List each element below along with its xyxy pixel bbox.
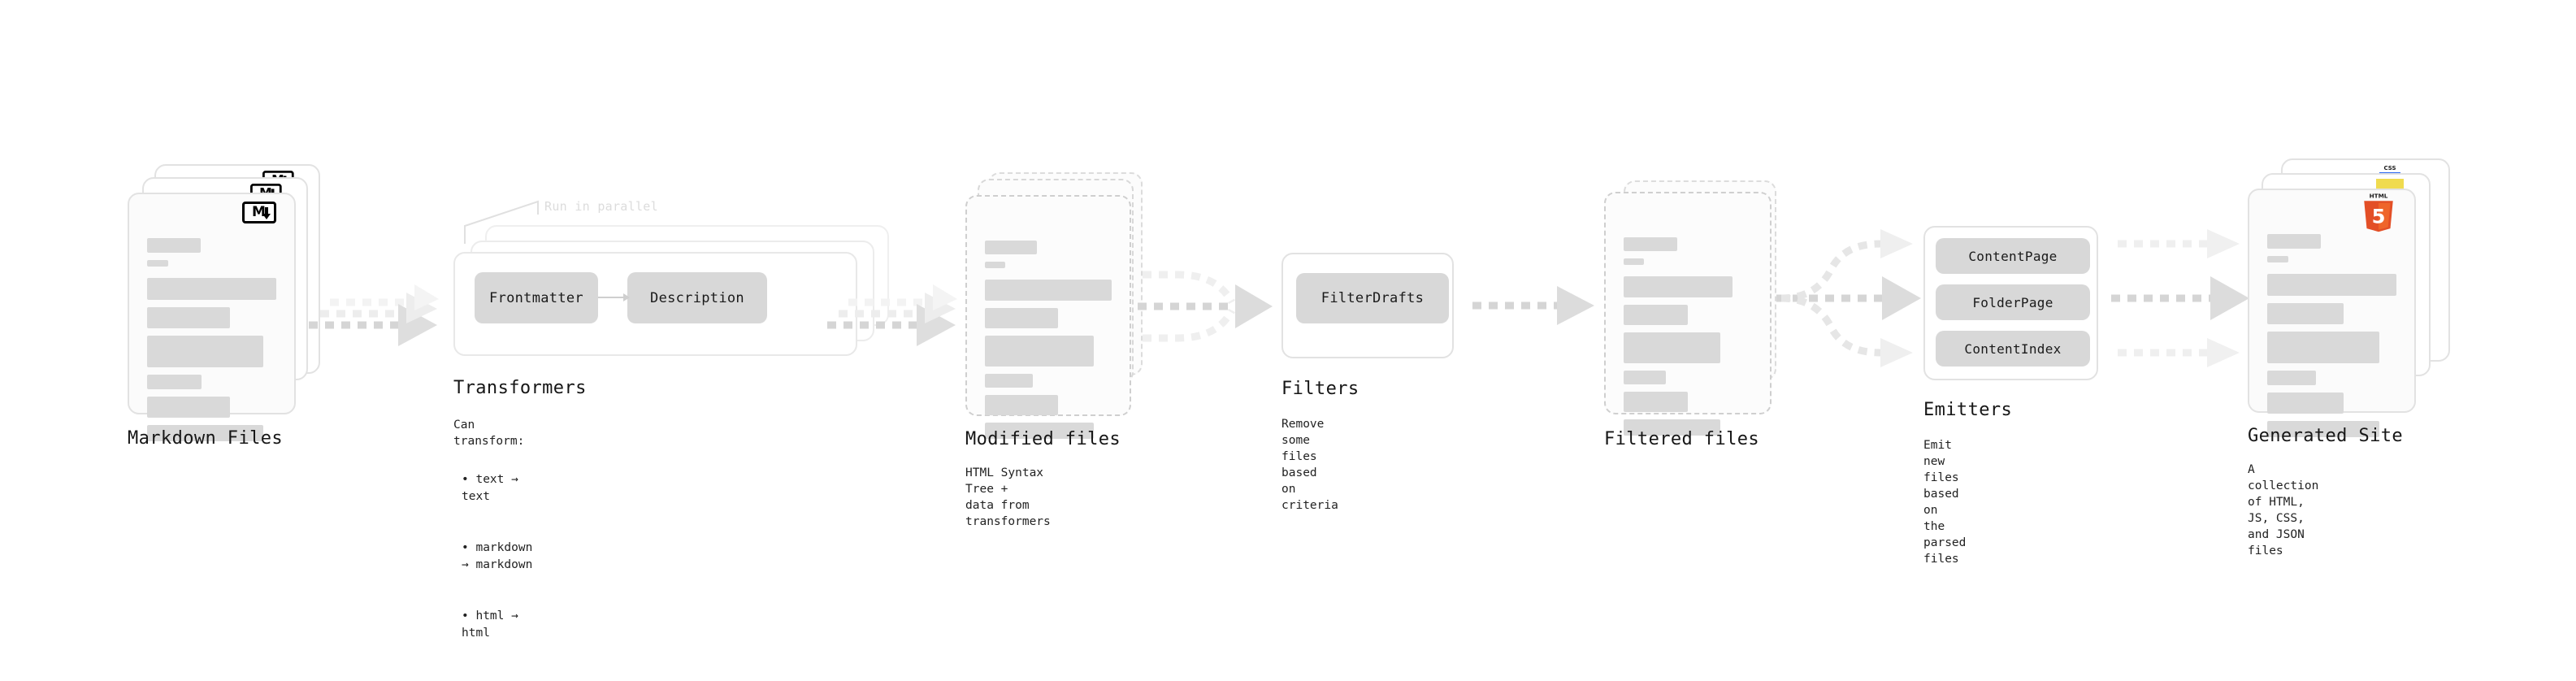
stage-title-emitters: Emitters bbox=[1923, 400, 2013, 420]
connector-filtered-to-emitters bbox=[1776, 229, 1931, 367]
html5-badge-icon: HTML 5 bbox=[2361, 192, 2396, 232]
stage-title-generated-site: Generated Site bbox=[2248, 426, 2404, 446]
emitter-chip-folderpage[interactable]: FolderPage bbox=[1936, 284, 2090, 320]
connector-emitters-to-site bbox=[2111, 229, 2257, 367]
filters-box: FilterDrafts bbox=[1281, 253, 1454, 358]
filtered-skeleton bbox=[1624, 237, 1752, 443]
svg-text:HTML: HTML bbox=[2370, 192, 2388, 199]
connector-transformers-to-modified bbox=[827, 268, 974, 349]
stage-title-markdown-files: Markdown Files bbox=[128, 428, 284, 449]
transformer-bullet-1: • markdown → markdown bbox=[462, 541, 533, 571]
stage-title-filtered-files: Filtered files bbox=[1604, 429, 1760, 449]
modified-files-description: HTML Syntax Tree + data from transformer… bbox=[965, 466, 1051, 528]
emitters-box: ContentPage FolderPage ContentIndex bbox=[1923, 226, 2098, 380]
modified-card-front bbox=[965, 195, 1131, 439]
connector-modified-to-filters bbox=[1136, 260, 1286, 354]
markdown-letter: M bbox=[252, 204, 266, 220]
markdown-skeleton bbox=[147, 238, 276, 449]
filters-description: Remove some files based on criteria bbox=[1281, 418, 1338, 512]
generated-site-description: A collection of HTML, JS, CSS, and JSON … bbox=[2248, 463, 2319, 557]
transformers-description: Can transform: bbox=[453, 419, 525, 448]
stage-title-filters: Filters bbox=[1281, 379, 1360, 399]
run-in-parallel-label: Run in parallel bbox=[544, 199, 658, 214]
run-in-parallel-bracket bbox=[463, 197, 569, 245]
connector-md-to-transformers bbox=[309, 268, 455, 349]
markdown-card-front bbox=[128, 193, 296, 441]
transformer-bullet-2: • html → html bbox=[462, 609, 518, 640]
transformer-bullet-0: • text → text bbox=[462, 473, 518, 503]
markdown-icon-front: M bbox=[242, 202, 276, 223]
emitter-chip-contentindex[interactable]: ContentIndex bbox=[1936, 331, 2090, 367]
transformer-chip-description[interactable]: Description bbox=[627, 272, 767, 323]
connector-filters-to-filtered bbox=[1472, 283, 1602, 332]
transformer-bullet-label: markdown → markdown bbox=[462, 541, 533, 571]
stage-title-transformers: Transformers bbox=[453, 378, 587, 398]
html5-number: 5 bbox=[2372, 206, 2386, 228]
css-badge-label: CSS bbox=[2383, 165, 2396, 171]
filtered-card-front bbox=[1604, 192, 1772, 436]
transformer-chip-frontmatter[interactable]: Frontmatter bbox=[475, 272, 598, 323]
filter-chip-filterdrafts[interactable]: FilterDrafts bbox=[1296, 273, 1449, 323]
modified-skeleton bbox=[985, 241, 1112, 446]
transformer-bullet-label: text → text bbox=[462, 473, 518, 503]
transformer-panel-front: Frontmatter Description bbox=[453, 252, 857, 356]
stage-title-modified-files: Modified files bbox=[965, 429, 1121, 449]
site-skeleton bbox=[2267, 234, 2396, 445]
transformers-bullets: • text → text • markdown → markdown • ht… bbox=[462, 437, 532, 659]
transformer-inner-arrow bbox=[598, 293, 631, 301]
emitters-description: Emit new files based on the parsed files bbox=[1923, 439, 1967, 566]
emitter-chip-contentpage[interactable]: ContentPage bbox=[1936, 238, 2090, 274]
transformer-bullet-label: html → html bbox=[462, 609, 518, 640]
